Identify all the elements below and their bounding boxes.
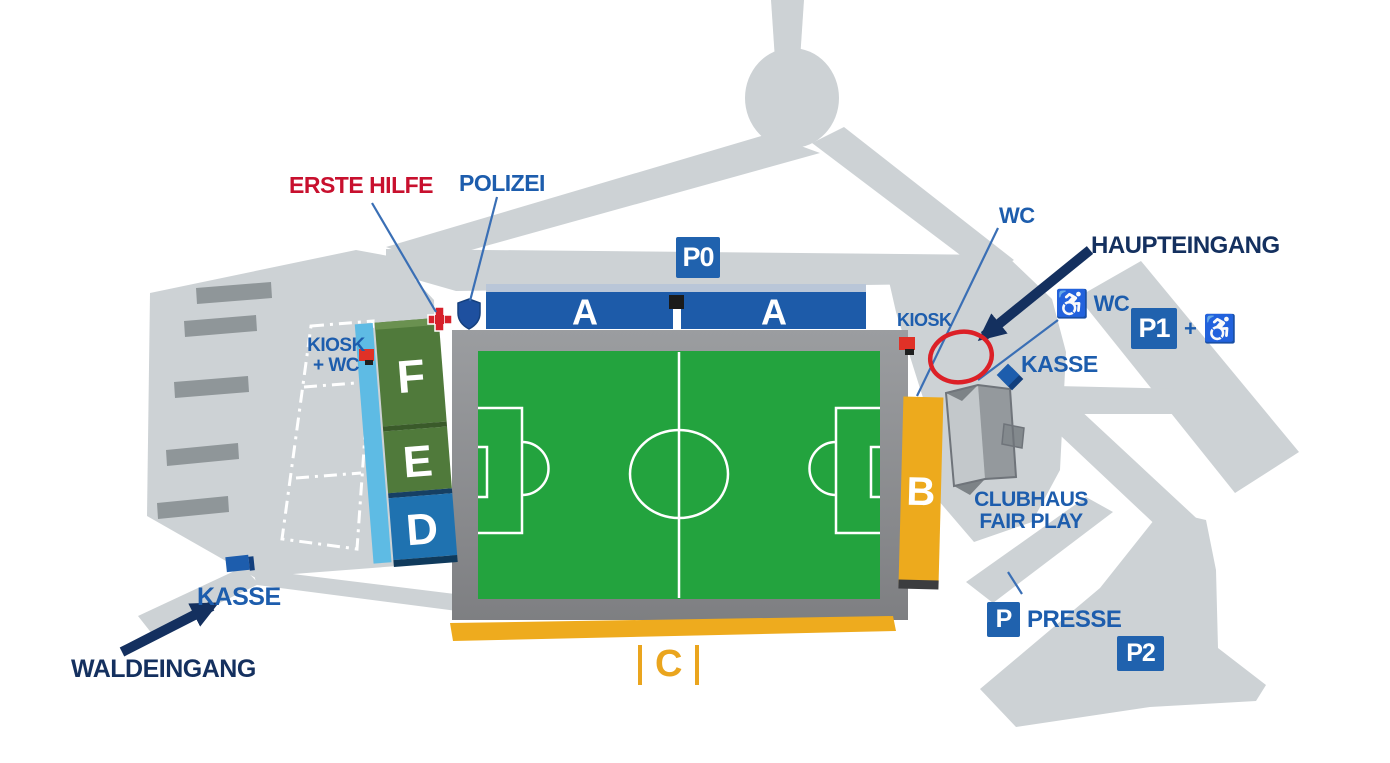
- clubhouse-building: [944, 383, 1025, 495]
- police-shield-icon: [457, 298, 481, 330]
- stand-d: [388, 493, 458, 561]
- dashed-parking-outline: [280, 319, 375, 551]
- road-p2: [980, 510, 1266, 727]
- erste-hilfe-pointer: [371, 202, 437, 313]
- pitch-markings: [478, 352, 880, 598]
- wheelchair-icon: ♿: [1055, 289, 1089, 319]
- wc-label: WC: [999, 203, 1035, 228]
- stand-c-letter: C: [655, 643, 683, 685]
- plus-sign: +: [1184, 315, 1197, 341]
- kiosk-icon-left: [359, 349, 374, 365]
- stand-c-bar-left: [638, 644, 642, 685]
- polizei-pointer: [468, 196, 499, 302]
- stand-c: [450, 616, 896, 641]
- wc-accessible-label: WC: [1093, 291, 1130, 317]
- stand-b: B: [898, 396, 944, 590]
- haupteingang-label: HAUPTEINGANG: [1091, 232, 1280, 259]
- stand-e: [383, 426, 452, 494]
- first-aid-cross-icon: [427, 306, 453, 332]
- stand-a-divider-cap: [669, 295, 684, 309]
- road-presse: [966, 497, 1113, 603]
- haupteingang-arrow: [977, 246, 1094, 342]
- presse-p-badge: P: [987, 602, 1020, 637]
- kiosk-right-label: KIOSK: [897, 310, 952, 330]
- road-upper-band: [386, 134, 820, 262]
- stand-a-left-letter: A: [572, 292, 598, 333]
- erste-hilfe-label: ERSTE HILFE: [289, 172, 434, 198]
- stand-f: [374, 317, 447, 427]
- wc-accessible-pointer: [977, 319, 1059, 381]
- clubhaus-label-line2: FAIR PLAY: [979, 510, 1083, 534]
- stand-fed-walkway: [354, 322, 392, 564]
- kasse-box-icon-left: [225, 554, 255, 573]
- presse-pointer: [1007, 571, 1023, 595]
- stand-e-letter: E: [401, 436, 434, 487]
- stand-a-divider: [673, 309, 681, 329]
- polizei-label: POLIZEI: [459, 170, 545, 196]
- kasse-left-label: KASSE: [197, 583, 281, 611]
- waldeingang-label: WALDEINGANG: [71, 655, 256, 683]
- wheelchair-icon-p1: ♿: [1203, 313, 1237, 344]
- kiosk-icon-right: [899, 337, 915, 355]
- clubhaus-label-line1: CLUBHAUS: [974, 488, 1088, 511]
- kiosk-wc-left-line1: KIOSK: [307, 335, 365, 356]
- main-entrance-highlight-circle: [927, 329, 995, 385]
- stand-a: A A: [486, 284, 866, 333]
- stand-fed-block: F E D: [354, 317, 458, 568]
- parking-p2-badge: P2: [1117, 636, 1164, 671]
- waldeingang-arrow: [119, 601, 220, 657]
- stand-a-right-letter: A: [761, 292, 787, 333]
- kasse-right-label: KASSE: [1021, 351, 1098, 377]
- stand-b-letter: B: [906, 470, 936, 515]
- parking-p0-badge: P0: [676, 237, 720, 278]
- kiosk-wc-left-line2: + WC: [312, 354, 360, 376]
- kasse-diamond-icon: [996, 363, 1024, 391]
- wald-path: [138, 567, 259, 635]
- stand-f-letter: F: [395, 349, 427, 403]
- presse-label: PRESSE: [1027, 605, 1122, 633]
- parking-p1-badge: P1: [1131, 308, 1177, 349]
- stand-c-bar-right: [695, 644, 700, 685]
- parking-stripes: [157, 282, 272, 519]
- stand-d-letter: D: [404, 504, 440, 555]
